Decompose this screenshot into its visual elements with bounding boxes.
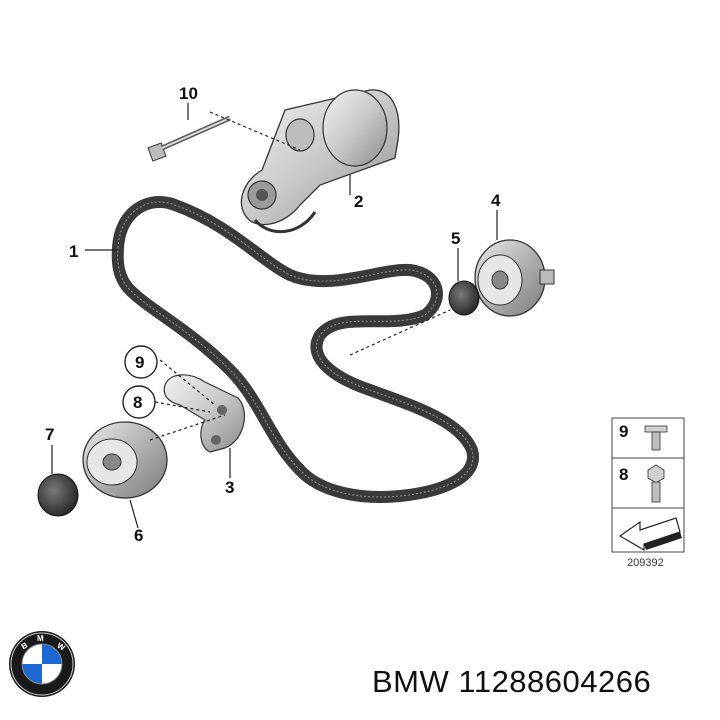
callout-4: 4 <box>491 191 501 210</box>
leader-lines <box>51 103 498 529</box>
cover-upper <box>448 280 480 316</box>
bmw-logo: B M W <box>9 631 75 697</box>
idler-pulley-upper <box>474 239 555 317</box>
callout-8-circle: 8 <box>122 385 156 419</box>
belt <box>111 196 479 503</box>
legend-arrow-icon <box>618 517 682 552</box>
callout-6: 6 <box>134 526 143 545</box>
legend-box: 9 8 <box>611 417 685 553</box>
callout-7: 7 <box>45 425 54 444</box>
svg-text:W: W <box>55 641 66 653</box>
callout-1: 1 <box>69 242 78 261</box>
callout-2: 2 <box>354 192 363 211</box>
legend-label-9: 9 <box>619 422 628 441</box>
tensioner <box>240 89 400 234</box>
reference-number: 209392 <box>627 557 664 569</box>
callout-9-circle: 9 <box>124 345 158 379</box>
svg-text:M: M <box>37 634 44 643</box>
callout-3: 3 <box>225 478 234 497</box>
legend-label-8: 8 <box>619 465 628 484</box>
callout-5: 5 <box>451 229 460 248</box>
callout-10: 10 <box>179 84 198 103</box>
caption-part-number: 11288604266 <box>458 664 652 699</box>
caption: BMW 11288604266 <box>372 664 651 700</box>
cover-lower <box>37 473 79 517</box>
idler-bracket <box>163 374 246 453</box>
legend-bolt-9-icon <box>644 425 668 451</box>
callout-8: 8 <box>133 393 142 412</box>
caption-brand: BMW <box>372 664 450 699</box>
callout-9: 9 <box>135 353 144 372</box>
idler-pulley-lower <box>82 421 168 499</box>
svg-text:B: B <box>20 640 30 651</box>
legend-bolt-8-icon <box>647 464 665 503</box>
bolt-10 <box>147 115 232 162</box>
